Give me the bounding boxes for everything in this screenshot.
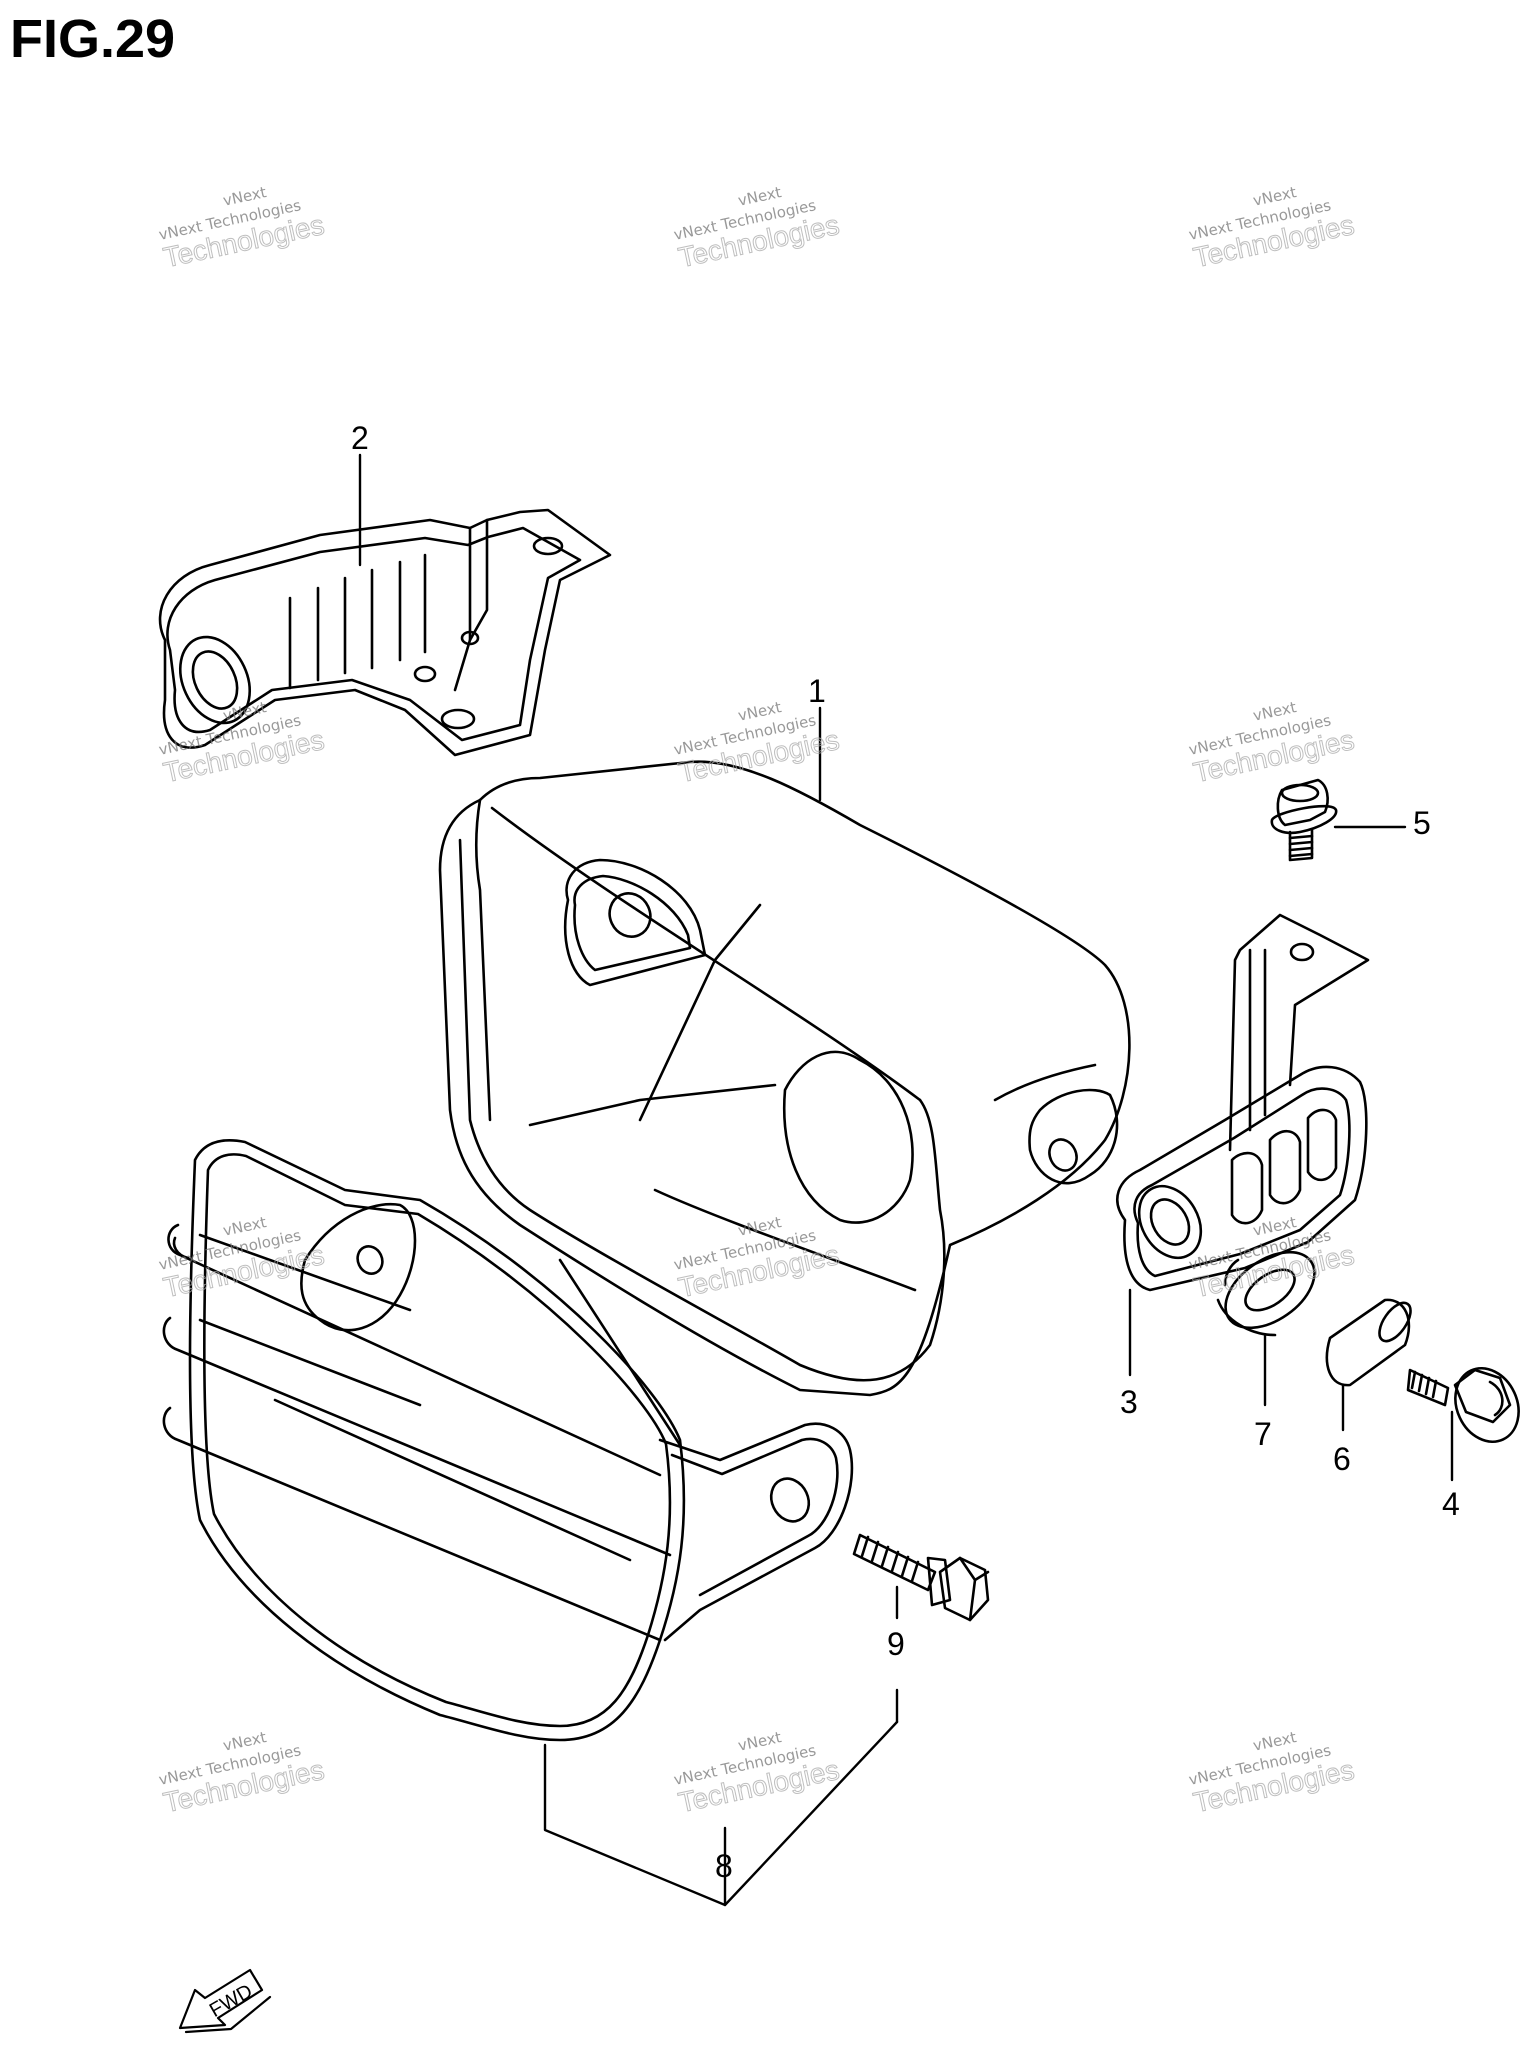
watermark: vNext vNext Technologies Technologies <box>1187 1728 1357 1819</box>
collar-part <box>1325 1298 1412 1387</box>
headlight-guard-part <box>162 1139 854 1742</box>
watermark: vNext vNext Technologies Technologies <box>672 1728 842 1819</box>
headlight-housing-part <box>438 760 1131 1397</box>
watermark: vNext vNext Technologies Technologies <box>1187 698 1357 789</box>
callout-3: 3 <box>1120 1384 1138 1420</box>
watermark: vNext vNext Technologies Technologies <box>157 1728 327 1819</box>
callout-8: 8 <box>715 1848 733 1884</box>
forward-arrow-icon <box>178 1968 272 2034</box>
watermark: vNext vNext Technologies Technologies <box>1187 183 1357 274</box>
callout-5: 5 <box>1413 805 1431 841</box>
callout-9: 9 <box>887 1626 905 1662</box>
callout-7: 7 <box>1254 1416 1272 1452</box>
grommet-part <box>1216 1250 1316 1337</box>
figure-title: FIG.29 <box>10 9 176 69</box>
callout-4: 4 <box>1442 1486 1460 1522</box>
watermark: vNext vNext Technologies Technologies <box>672 1213 842 1304</box>
left-bracket-part <box>158 508 612 757</box>
watermark: vNext vNext Technologies Technologies <box>672 183 842 274</box>
watermark-layer: vNext vNext Technologies Technologies vN… <box>157 183 1357 1819</box>
leader-lines <box>358 453 1454 1907</box>
callout-1: 1 <box>808 673 826 709</box>
watermark: vNext vNext Technologies Technologies <box>157 183 327 274</box>
right-bracket-part <box>1116 913 1370 1292</box>
watermark: vNext vNext Technologies Technologies <box>157 698 327 789</box>
small-bolt-part <box>1270 778 1338 862</box>
hex-bolt-part <box>852 1533 990 1622</box>
flange-bolt-part <box>1406 1367 1520 1443</box>
callout-labels: 1 2 3 4 5 6 7 8 9 <box>351 420 1460 1884</box>
callout-6: 6 <box>1333 1441 1351 1477</box>
callout-2: 2 <box>351 420 369 456</box>
watermark: vNext vNext Technologies Technologies <box>1187 1213 1357 1304</box>
